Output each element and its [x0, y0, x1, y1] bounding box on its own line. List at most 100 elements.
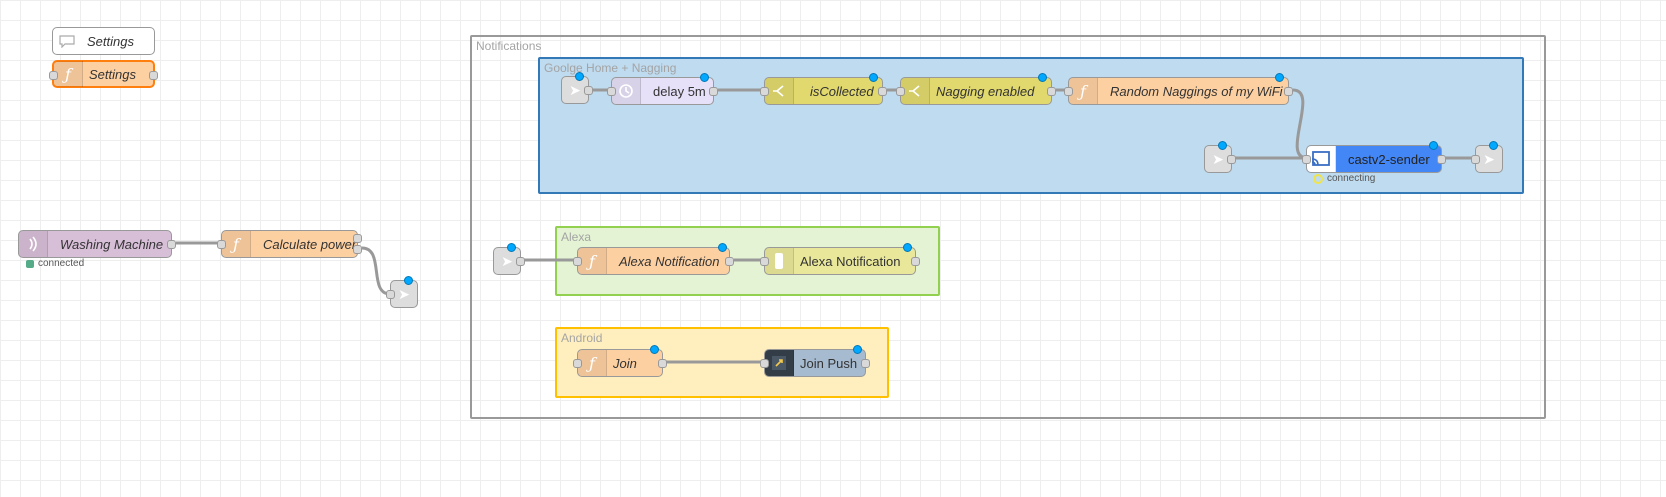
- input-port[interactable]: [760, 87, 769, 96]
- join-function-node[interactable]: ƒ Join: [573, 345, 667, 377]
- node-label: Alexa Notification: [800, 253, 901, 269]
- node-label: delay 5m: [653, 83, 706, 99]
- changed-indicator: [700, 73, 709, 82]
- changed-indicator: [650, 345, 659, 354]
- timer-icon: [612, 78, 641, 104]
- output-port[interactable]: [149, 71, 158, 80]
- node-label: Join: [613, 355, 637, 371]
- link-in-icon: ➤: [501, 252, 513, 269]
- input-port[interactable]: [896, 87, 905, 96]
- node-label: isCollected: [810, 83, 874, 99]
- join-push-node[interactable]: Join Push: [760, 345, 870, 377]
- node-label: Washing Machine: [60, 236, 164, 252]
- changed-indicator: [869, 73, 878, 82]
- node-status: connected: [26, 258, 84, 269]
- cast-icon: [1307, 146, 1336, 172]
- alexa-function-node[interactable]: ƒ Alexa Notification: [573, 243, 734, 275]
- link-in-icon: ➤: [569, 81, 581, 98]
- changed-indicator: [903, 243, 912, 252]
- input-port[interactable]: [573, 257, 582, 266]
- output-port[interactable]: [584, 86, 593, 95]
- comment-node[interactable]: Settings: [52, 27, 155, 55]
- output-port[interactable]: [709, 87, 718, 96]
- mqtt-in-node[interactable]: Washing Machine: [18, 230, 176, 258]
- group-label: Notifications: [476, 39, 542, 53]
- castv2-sender-node[interactable]: castv2-sender: [1302, 141, 1446, 173]
- link-out-node[interactable]: ➤: [1471, 141, 1503, 173]
- mqtt-icon: [19, 231, 48, 257]
- link-out-icon: ➤: [1483, 150, 1495, 167]
- nagging-switch-node[interactable]: Nagging enabled: [896, 73, 1056, 105]
- function-icon: ƒ: [578, 350, 607, 376]
- node-label: castv2-sender: [1348, 151, 1430, 167]
- status-dot: [26, 259, 34, 268]
- link-in-node[interactable]: ➤: [561, 72, 593, 104]
- changed-indicator: [404, 276, 413, 285]
- node-label: Random Naggings of my WiFi: [1110, 83, 1283, 99]
- input-port[interactable]: [607, 87, 616, 96]
- input-port[interactable]: [573, 359, 582, 368]
- node-label: Alexa Notification: [619, 253, 720, 269]
- input-port[interactable]: [760, 359, 769, 368]
- group-notifications[interactable]: Notifications: [470, 35, 1546, 419]
- function-icon: ƒ: [222, 231, 251, 257]
- node-label: Calculate power: [263, 236, 357, 252]
- changed-indicator: [1429, 141, 1438, 150]
- output-port[interactable]: [1437, 155, 1446, 164]
- input-port[interactable]: [386, 290, 395, 299]
- random-naggings-function-node[interactable]: ƒ Random Naggings of my WiFi: [1064, 73, 1293, 105]
- changed-indicator: [575, 72, 584, 81]
- changed-indicator: [718, 243, 727, 252]
- changed-indicator: [853, 345, 862, 354]
- calculate-power-node[interactable]: ƒ Calculate power: [217, 230, 362, 258]
- output-port[interactable]: [516, 257, 525, 266]
- node-status: connecting: [1313, 173, 1375, 184]
- output-port[interactable]: [878, 87, 887, 96]
- node-label: Settings: [89, 66, 136, 82]
- settings-function-node[interactable]: ƒ Settings: [49, 60, 158, 88]
- output-port[interactable]: [1227, 155, 1236, 164]
- output-port-2[interactable]: [353, 245, 362, 254]
- changed-indicator: [507, 243, 516, 252]
- input-port[interactable]: [217, 240, 226, 249]
- output-port[interactable]: [658, 359, 667, 368]
- input-port[interactable]: [49, 71, 58, 80]
- echo-icon: [765, 248, 794, 274]
- output-port[interactable]: [167, 240, 176, 249]
- join-icon: [765, 350, 794, 376]
- link-out-node[interactable]: ➤: [386, 276, 418, 308]
- node-label: Nagging enabled: [936, 83, 1035, 99]
- changed-indicator: [1038, 73, 1047, 82]
- function-icon: ƒ: [1069, 78, 1098, 104]
- group-label: Alexa: [561, 230, 592, 244]
- input-port[interactable]: [760, 257, 769, 266]
- status-ring: [1313, 173, 1323, 184]
- switch-icon: [765, 78, 794, 104]
- link-out-icon: ➤: [398, 285, 410, 302]
- changed-indicator: [1489, 141, 1498, 150]
- group-label: Goolge Home + Nagging: [544, 61, 677, 75]
- output-port-1[interactable]: [353, 234, 362, 243]
- output-port[interactable]: [911, 257, 920, 266]
- changed-indicator: [1275, 73, 1284, 82]
- node-label: Join Push: [800, 355, 858, 371]
- input-port[interactable]: [1302, 155, 1311, 164]
- output-port[interactable]: [1284, 87, 1293, 96]
- alexa-notification-node[interactable]: Alexa Notification: [760, 243, 920, 275]
- delay-node[interactable]: delay 5m: [607, 73, 718, 105]
- link-in-node[interactable]: ➤: [1204, 141, 1236, 173]
- link-in-node[interactable]: ➤: [493, 243, 525, 275]
- changed-indicator: [1218, 141, 1227, 150]
- input-port[interactable]: [1471, 155, 1480, 164]
- iscollected-switch-node[interactable]: isCollected: [760, 73, 887, 105]
- input-port[interactable]: [1064, 87, 1073, 96]
- wire: [361, 246, 391, 296]
- output-port[interactable]: [725, 257, 734, 266]
- output-port[interactable]: [861, 359, 870, 368]
- output-port[interactable]: [1047, 87, 1056, 96]
- function-icon: ƒ: [54, 61, 83, 87]
- node-label: Settings: [87, 33, 134, 49]
- function-icon: ƒ: [578, 248, 607, 274]
- link-in-icon: ➤: [1212, 150, 1224, 167]
